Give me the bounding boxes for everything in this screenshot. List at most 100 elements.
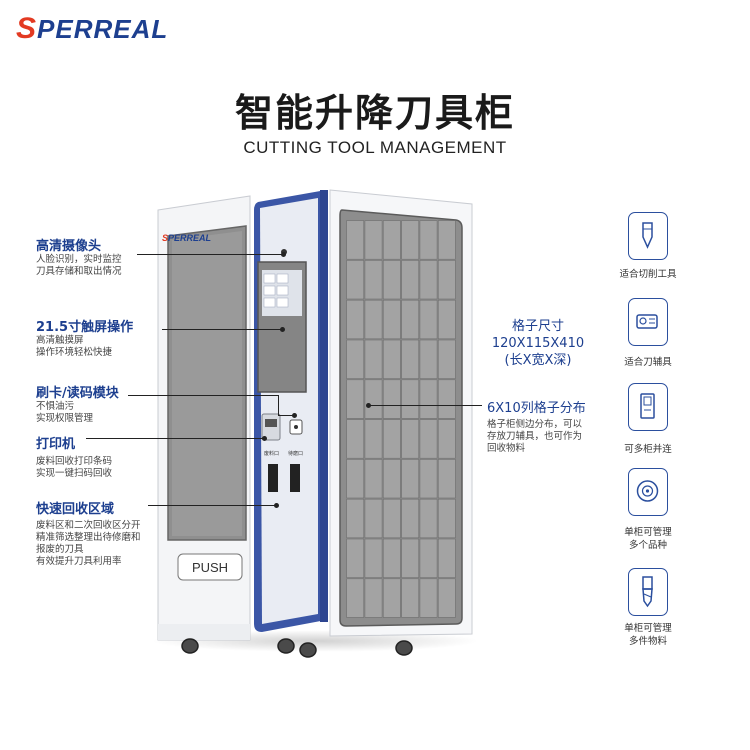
feature-desc: 刀具存储和取出情况 bbox=[36, 266, 122, 277]
locker-cell bbox=[346, 260, 365, 300]
locker-cell bbox=[382, 339, 401, 379]
leader-dot bbox=[292, 413, 297, 418]
leader-line bbox=[148, 505, 276, 506]
locker-cell bbox=[437, 379, 456, 419]
locker-cell bbox=[401, 578, 420, 618]
locker-cell bbox=[382, 260, 401, 300]
icon-label: 可多柜并连 bbox=[624, 444, 672, 455]
grid-size-unit: (长X宽X深) bbox=[504, 353, 572, 368]
leader-line bbox=[278, 395, 279, 415]
leader-line bbox=[137, 254, 283, 255]
leader-line bbox=[278, 415, 294, 416]
leader-line bbox=[162, 329, 282, 330]
locker-cell bbox=[419, 260, 438, 300]
feature-desc: 高清触摸屏 bbox=[36, 335, 84, 346]
locker-cell bbox=[346, 339, 365, 379]
locker-cell bbox=[346, 419, 365, 459]
grid-layout-desc: 存放刀辅具，也可作为 bbox=[487, 431, 583, 442]
feature-desc: 废料区和二次回收区分开 bbox=[36, 520, 141, 531]
locker-cell bbox=[401, 538, 420, 578]
cabinet-logo-initial: S bbox=[162, 233, 169, 243]
touchscreen-tiles bbox=[263, 273, 289, 308]
grid-size-title: 格子尺寸 bbox=[511, 319, 564, 334]
locker-cell bbox=[401, 498, 420, 539]
icon-label: 单柜可管理 bbox=[624, 623, 672, 634]
push-bar bbox=[177, 553, 243, 581]
locker-cell bbox=[401, 459, 420, 499]
cabinet-left-glass-inner bbox=[172, 231, 242, 536]
locker-cell bbox=[401, 419, 420, 459]
locker-cell bbox=[419, 459, 438, 499]
grid-size-spec: 格子尺寸 120X115X410 (长X宽X深) bbox=[484, 318, 592, 369]
locker-cell bbox=[364, 578, 383, 618]
locker-cell bbox=[382, 220, 401, 260]
locker-cell bbox=[437, 498, 456, 539]
locker-cell bbox=[364, 379, 383, 419]
casters bbox=[181, 638, 413, 658]
leader-dot bbox=[366, 403, 371, 408]
locker-cell bbox=[401, 220, 420, 260]
locker-cell bbox=[437, 578, 456, 618]
locker-cell bbox=[419, 379, 438, 419]
brand-logo-text: PERREAL bbox=[37, 14, 169, 44]
locker-grid bbox=[346, 220, 456, 618]
icon-label: 适合刀辅具 bbox=[624, 357, 672, 368]
locker-cell bbox=[364, 260, 383, 300]
leader-line bbox=[369, 405, 482, 406]
locker-cell bbox=[346, 299, 365, 340]
icon-label: 多个品种 bbox=[628, 540, 667, 551]
locker-cell bbox=[364, 538, 383, 578]
feature-title: 刷卡/读码模块 bbox=[36, 386, 119, 401]
cabinet-illustration bbox=[157, 189, 473, 658]
locker-cell bbox=[437, 220, 456, 260]
multi-cabinet-icon bbox=[628, 383, 668, 431]
locker-cell bbox=[382, 379, 401, 419]
locker-cell bbox=[401, 260, 420, 300]
icon-label: 单柜可管理 bbox=[624, 527, 672, 538]
feature-desc: 不惧油污 bbox=[36, 401, 75, 412]
locker-cell bbox=[419, 220, 438, 260]
locker-cell bbox=[419, 498, 438, 539]
waste-slot-label: 废料口 bbox=[264, 451, 280, 457]
locker-cell bbox=[437, 459, 456, 499]
icon-label: 多件物料 bbox=[628, 636, 667, 647]
locker-cell bbox=[346, 538, 365, 578]
locker-cell bbox=[419, 419, 438, 459]
feature-title: 快速回收区域 bbox=[36, 502, 115, 517]
waste-slot bbox=[268, 464, 278, 492]
locker-cell bbox=[419, 299, 438, 340]
grid-layout-title: 6X10列格子分布 bbox=[487, 401, 586, 416]
locker-cell bbox=[364, 459, 383, 499]
bearing-icon bbox=[628, 468, 668, 516]
door-edge-strip bbox=[320, 190, 328, 622]
cabinet-logo-text: PERREAL bbox=[168, 233, 212, 243]
locker-cell bbox=[346, 578, 365, 618]
locker-cell bbox=[382, 538, 401, 578]
locker-cell bbox=[346, 379, 365, 419]
locker-cell bbox=[437, 419, 456, 459]
cabinet-left-base bbox=[158, 624, 250, 640]
page-subtitle: CUTTING TOOL MANAGEMENT bbox=[243, 138, 507, 157]
locker-cell bbox=[364, 339, 383, 379]
feature-desc: 操作环境轻松快捷 bbox=[36, 347, 113, 358]
leader-dot bbox=[262, 436, 267, 441]
locker-cell bbox=[382, 299, 401, 340]
feature-title: 21.5寸触屏操作 bbox=[36, 320, 134, 335]
feature-recycle-area: 快速回收区域 废料区和二次回收区分开 精准筛选整理出待修磨和 报废的刀具 有效提… bbox=[36, 498, 141, 568]
locker-cell bbox=[346, 220, 365, 260]
locker-cell bbox=[419, 578, 438, 618]
locker-cell bbox=[401, 339, 420, 379]
locker-cell bbox=[419, 339, 438, 379]
feature-camera: 高清摄像头 人脸识别，实时监控 刀具存储和取出情况 bbox=[36, 235, 122, 278]
locker-cell bbox=[437, 260, 456, 300]
end-mill-icon bbox=[628, 568, 668, 616]
feature-title: 打印机 bbox=[36, 437, 76, 452]
regrind-slot-label: 待磨口 bbox=[288, 451, 304, 457]
locker-cell bbox=[437, 299, 456, 340]
grid-layout-spec: 6X10列格子分布 格子柜侧边分布，可以 存放刀辅具，也可作为 回收物料 bbox=[487, 397, 586, 455]
icon-label: 适合切削工具 bbox=[619, 269, 677, 280]
leader-dot bbox=[280, 327, 285, 332]
locker-cell bbox=[437, 339, 456, 379]
push-label: PUSH bbox=[191, 560, 229, 575]
feature-desc: 精准筛选整理出待修磨和 bbox=[36, 532, 141, 543]
